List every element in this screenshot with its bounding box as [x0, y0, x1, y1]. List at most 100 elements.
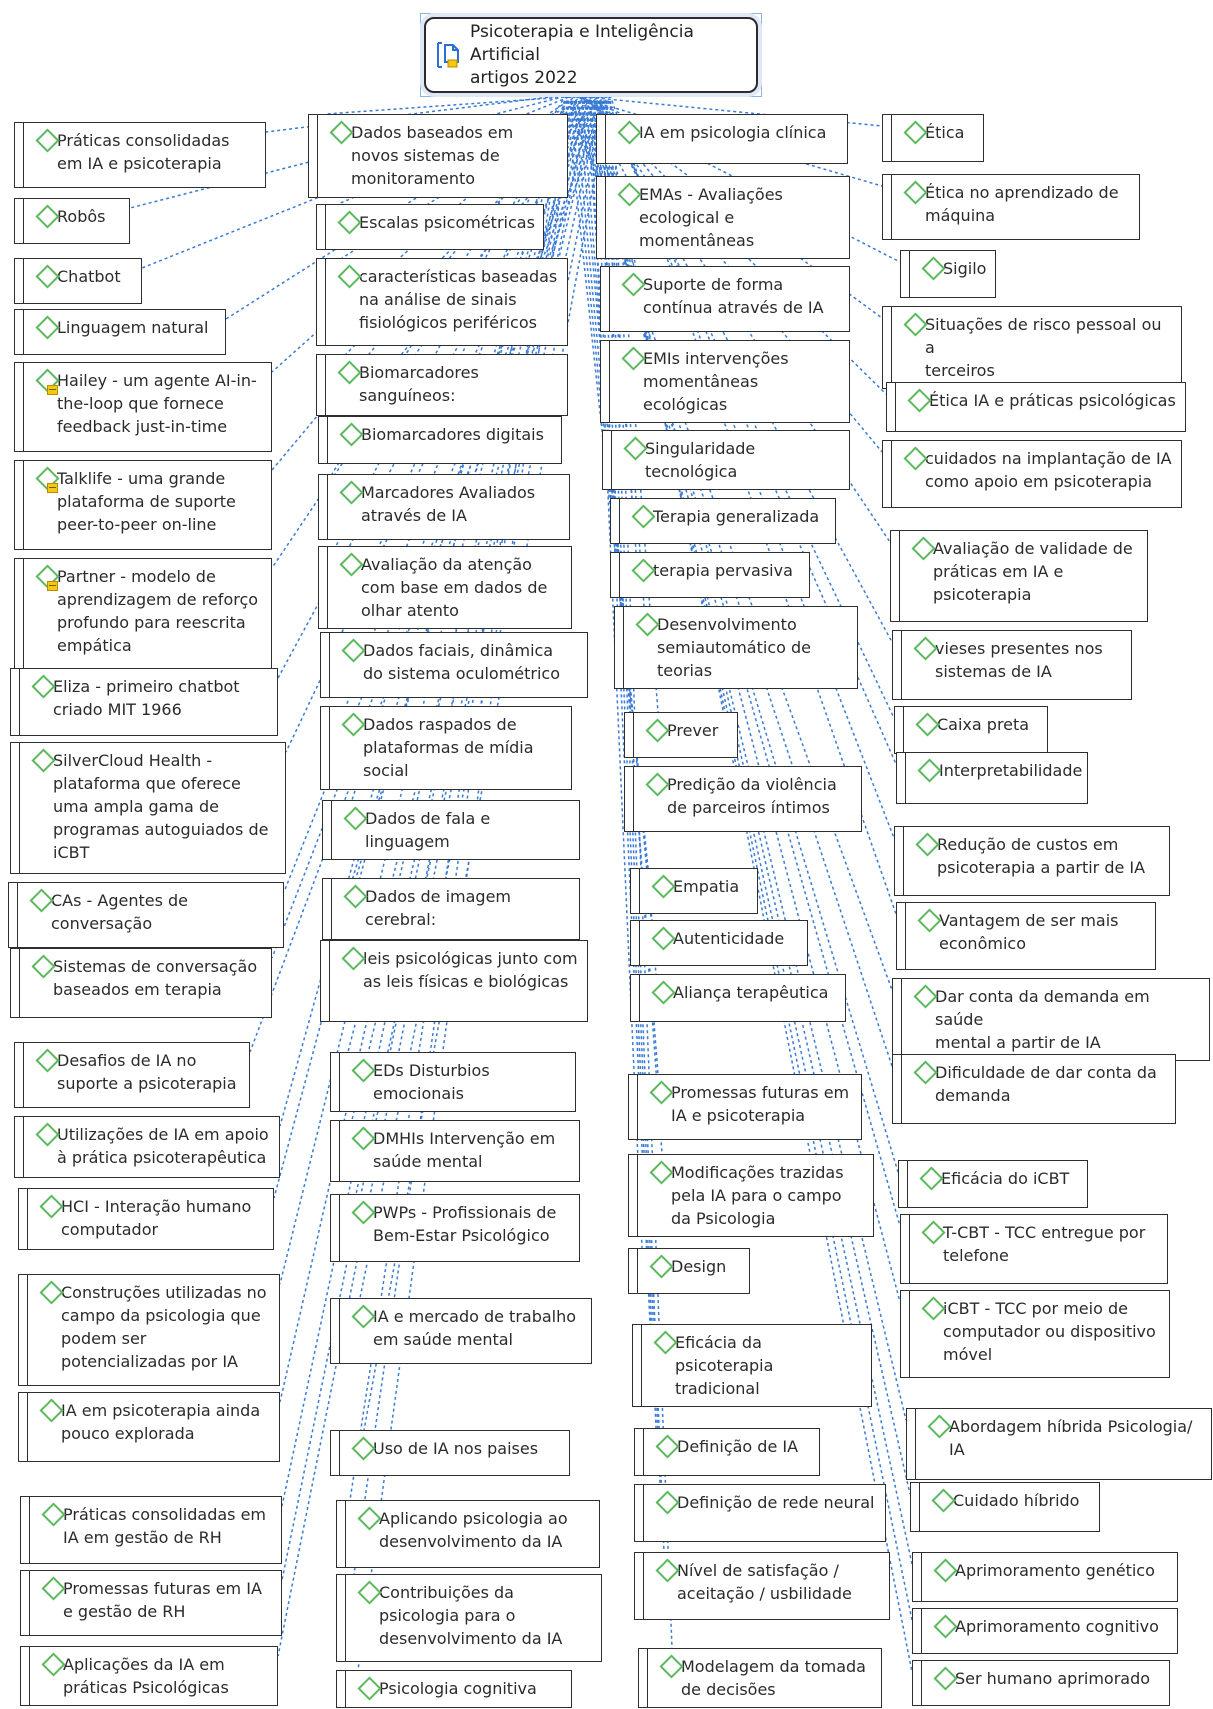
topic-c4_2[interactable]: Ética no aprendizado de máquina	[882, 174, 1140, 240]
topic-c4_18[interactable]: Abordagem híbrida Psicologia/ IA	[906, 1408, 1212, 1480]
diamond-icon	[631, 504, 656, 529]
topic-c3_12[interactable]: Autenticidade	[630, 920, 808, 966]
topic-c1_18[interactable]: Promessas futuras em IA e gestão de RH	[20, 1570, 282, 1636]
topic-c4_5[interactable]: Ética IA e práticas psicológicas	[886, 382, 1186, 432]
topic-c1_14[interactable]: HCI - Interação humano computador	[18, 1188, 274, 1250]
topic-c1_1[interactable]: Práticas consolidadas em IA e psicoterap…	[14, 122, 266, 188]
connector-line	[577, 94, 901, 1227]
topic-c2_9[interactable]: Dados raspados de plataformas de mídia s…	[320, 706, 572, 790]
document-icon	[437, 42, 459, 68]
topic-c3_15[interactable]: Modificações trazidas pela IA para o cam…	[628, 1154, 874, 1237]
central-topic-title: Psicoterapia e Inteligência Artificial a…	[470, 21, 694, 88]
topic-c3_8[interactable]: Desenvolvimento semiautomático de teoria…	[614, 606, 858, 689]
topic-c4_3[interactable]: Sigilo	[900, 250, 996, 298]
topic-c2_16[interactable]: IA e mercado de trabalho em saúde mental	[330, 1298, 592, 1364]
topic-c3_18[interactable]: Definição de IA	[634, 1428, 820, 1476]
topic-c2_17[interactable]: Uso de IA nos paises	[330, 1430, 570, 1476]
topic-label: Biomarcadores digitais	[361, 425, 544, 444]
topic-c1_9[interactable]: SilverCloud Health - plataforma que ofer…	[10, 742, 286, 874]
topic-c3_6[interactable]: Terapia generalizada	[610, 498, 836, 544]
diamond-icon	[921, 256, 946, 281]
diamond-icon	[911, 536, 936, 561]
topic-c3_11[interactable]: Empatia	[630, 868, 758, 914]
diamond-icon	[35, 204, 60, 229]
topic-c4_13[interactable]: Dar conta da demanda em saúde mental a p…	[892, 978, 1210, 1061]
topic-c3_14[interactable]: Promessas futuras em IA e psicoterapia	[628, 1074, 862, 1140]
topic-c2_2[interactable]: Escalas psicométricas	[316, 204, 544, 250]
topic-c2_14[interactable]: DMHIs Intervenção em saúde mental	[330, 1120, 580, 1182]
topic-c2_1[interactable]: Dados baseados em novos sistemas de moni…	[308, 114, 568, 198]
topic-c3_20[interactable]: Nível de satisfação / aceitação / usbili…	[634, 1552, 890, 1620]
topic-c3_19[interactable]: Definição de rede neural	[634, 1484, 886, 1542]
topic-c4_21[interactable]: Aprimoramento cognitivo	[912, 1608, 1178, 1654]
topic-c3_5[interactable]: Singularidade tecnológica	[602, 430, 850, 490]
topic-c2_11[interactable]: Dados de imagem cerebral:	[322, 878, 580, 940]
topic-c1_8[interactable]: Eliza - primeiro chatbot criado MIT 1966	[10, 668, 278, 736]
topic-c2_4[interactable]: Biomarcadores sanguíneos:	[316, 354, 568, 416]
topic-c3_21[interactable]: Modelagem da tomada de decisões	[638, 1648, 882, 1708]
topic-c4_6[interactable]: cuidados na implantação de IA como apoio…	[882, 440, 1182, 508]
topic-c1_17[interactable]: Práticas consolidadas em IA em gestão de…	[20, 1496, 282, 1564]
topic-c3_1[interactable]: IA em psicologia clínica	[596, 114, 848, 164]
topic-c4_15[interactable]: Eficácia do iCBT	[898, 1160, 1088, 1208]
topic-label: Suporte de forma contínua através de IA	[643, 275, 824, 317]
topic-label: Empatia	[673, 877, 740, 896]
diamond-icon	[651, 980, 676, 1005]
topic-c2_6[interactable]: Marcadores Avaliados através de IA	[318, 474, 570, 540]
diamond-icon	[35, 1122, 60, 1147]
topic-label: Avaliação de validade de práticas em IA …	[933, 539, 1133, 604]
topic-c2_18[interactable]: Aplicando psicologia ao desenvolvimento …	[336, 1500, 600, 1568]
topic-c2_20[interactable]: Psicologia cognitiva	[336, 1670, 572, 1708]
topic-c1_12[interactable]: Desafios de IA no suporte a psicoterapia	[14, 1042, 250, 1108]
topic-c4_11[interactable]: Redução de custos em psicoterapia a part…	[894, 826, 1170, 896]
topic-c2_13[interactable]: EDs Disturbios emocionais	[330, 1052, 576, 1112]
topic-c4_20[interactable]: Aprimoramento genético	[912, 1552, 1178, 1602]
topic-c1_16[interactable]: IA em psicoterapia ainda pouco explorada	[18, 1392, 280, 1462]
topic-c2_10[interactable]: Dados de fala e linguagem	[322, 800, 580, 860]
topic-c2_19[interactable]: Contribuições da psicologia para o desen…	[336, 1574, 602, 1662]
topic-c1_7[interactable]: Partner - modelo de aprendizagem de refo…	[14, 558, 272, 670]
topic-c4_8[interactable]: vieses presentes nos sistemas de IA	[892, 630, 1132, 700]
topic-c4_22[interactable]: Ser humano aprimorado	[912, 1660, 1170, 1706]
topic-label: Eficácia da psicoterapia tradicional	[675, 1333, 774, 1398]
central-topic[interactable]: Psicoterapia e Inteligência Artificial a…	[424, 17, 758, 93]
topic-c3_4[interactable]: EMIs intervenções momentâneas ecológicas	[600, 340, 850, 423]
topic-c4_14[interactable]: Dificuldade de dar conta da demanda	[892, 1054, 1176, 1124]
topic-c4_1[interactable]: Ética	[882, 114, 984, 162]
topic-c2_5[interactable]: Biomarcadores digitais	[318, 416, 562, 464]
topic-c2_7[interactable]: Avaliação da atenção com base em dados d…	[318, 546, 572, 629]
topic-c4_4[interactable]: Situações de risco pessoal ou a terceiro…	[882, 306, 1182, 389]
topic-c4_7[interactable]: Avaliação de validade de práticas em IA …	[890, 530, 1148, 622]
topic-c3_9[interactable]: Prever	[624, 712, 738, 758]
topic-c3_7[interactable]: terapia pervasiva	[610, 552, 810, 598]
topic-c4_19[interactable]: Cuidado híbrido	[910, 1482, 1100, 1532]
topic-c3_17[interactable]: Eficácia da psicoterapia tradicional	[632, 1324, 872, 1407]
diamond-icon	[351, 1058, 376, 1083]
topic-c4_9[interactable]: Caixa preta	[894, 706, 1048, 754]
topic-c4_17[interactable]: iCBT - TCC por meio de computador ou dis…	[900, 1290, 1170, 1378]
topic-c1_11[interactable]: Sistemas de conversação baseados em tera…	[10, 948, 272, 1018]
topic-c1_13[interactable]: Utilizações de IA em apoio à prática psi…	[14, 1116, 280, 1178]
topic-c1_2[interactable]: Robôs	[14, 198, 130, 244]
topic-c2_15[interactable]: PWPs - Profissionais de Bem-Estar Psicol…	[330, 1194, 580, 1262]
topic-c1_6[interactable]: Talklife - uma grande plataforma de supo…	[14, 460, 272, 550]
topic-c2_8[interactable]: Dados faciais, dinâmica do sistema oculo…	[320, 632, 588, 698]
topic-c1_3[interactable]: Chatbot	[14, 258, 142, 304]
topic-c1_15[interactable]: Construções utilizadas no campo da psico…	[18, 1274, 280, 1386]
diamond-icon	[29, 888, 54, 913]
topic-c1_19[interactable]: Aplicações da IA em práticas Psicológica…	[20, 1646, 278, 1706]
topic-c3_2[interactable]: EMAs - Avaliações ecological e momentâne…	[596, 176, 850, 259]
topic-c3_3[interactable]: Suporte de forma contínua através de IA	[600, 266, 850, 332]
topic-c1_5[interactable]: Hailey - um agente AI-in- the-loop que f…	[14, 362, 272, 452]
topic-c2_12[interactable]: leis psicológicas junto com as leis físi…	[320, 940, 588, 1022]
topic-c3_13[interactable]: Aliança terapêutica	[630, 974, 846, 1022]
topic-c4_16[interactable]: T-CBT - TCC entregue por telefone	[900, 1214, 1168, 1284]
topic-c1_10[interactable]: CAs - Agentes de conversação	[8, 882, 284, 948]
topic-c4_10[interactable]: Interpretabilidade	[896, 752, 1088, 804]
topic-c1_4[interactable]: Linguagem natural	[14, 309, 226, 355]
topic-c3_10[interactable]: Predição da violência de parceiros íntim…	[624, 766, 862, 832]
topic-c4_12[interactable]: Vantagem de ser mais econômico	[896, 902, 1156, 970]
topic-label: Vantagem de ser mais econômico	[939, 911, 1119, 953]
topic-c3_16[interactable]: Design	[628, 1248, 750, 1294]
topic-c2_3[interactable]: características baseadas na análise de s…	[316, 258, 568, 346]
